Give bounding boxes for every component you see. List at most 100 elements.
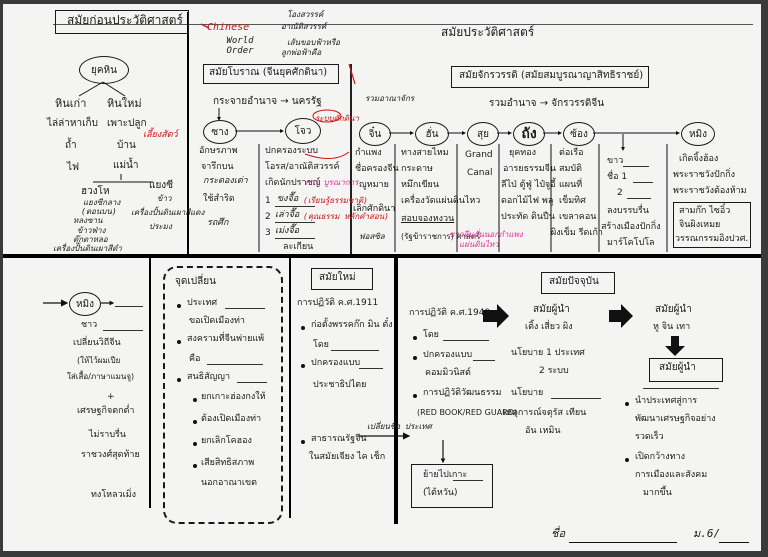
song-item-3: เข็มทิศ: [559, 196, 586, 206]
ancient-note-2: (คุณธรรม หลักคำสอน): [303, 212, 389, 221]
stone-age-label: ยุคหิน: [91, 64, 117, 76]
qin-side-1: ชื่อครองจีน: [355, 164, 399, 174]
new-stone-note: เลี้ยงสัตว์: [143, 130, 178, 140]
divider-present: [394, 258, 398, 524]
imperial-power: รวมอำนาจ → จักรวรรดิจีน: [489, 98, 605, 109]
qing-item-8: ทงโหลวเมิ่ง: [91, 490, 137, 500]
next-item-0: นำประเทศสู่การ: [635, 396, 698, 406]
diagram-connectors: [43, 23, 685, 464]
zhou-item-2: เกิดนักปราชญ์: [265, 178, 321, 188]
modern-item-3: ประชาธิปไตย: [313, 380, 367, 390]
deng-item-2: นโยบาย: [511, 388, 544, 398]
hw-left-5: เครื่องปั้นดินเผาสีดำ: [53, 244, 122, 253]
modern-title-box: [311, 268, 373, 290]
han-note-2: แผ่นดินไหว: [459, 240, 499, 249]
hu-title: สมัยผู้นำ: [655, 304, 692, 315]
modern-item-2: ปกครองแบบ: [311, 358, 361, 368]
han-item-0: ทางสายไหม: [401, 148, 449, 158]
modern-title: สมัยใหม่: [319, 272, 356, 283]
class-label: ม.6/: [693, 527, 721, 540]
qing-item-0: ชาว: [81, 320, 98, 330]
hw-right-2: ประมง: [149, 222, 172, 231]
turning-b3-3: เสียสิทธิสภาพ: [201, 458, 255, 468]
present-red-book: (RED BOOK/RED GUARD): [417, 408, 518, 417]
next-title: สมัยผู้นำ: [659, 362, 696, 373]
world-order-note: World Order: [226, 36, 254, 57]
present-item-3: การปฏิวัติวัฒนธรรม: [423, 388, 502, 398]
hw-left-3: ข้าวฟ่าง: [77, 226, 106, 235]
imperial-pre-note: รวมอาณาจักร: [365, 94, 415, 103]
sage-end: ละเกียน: [283, 242, 314, 252]
next-leader-box: [649, 358, 723, 382]
hu-name: หู จิน เทา: [653, 322, 691, 332]
old-item-2: ไฟ: [67, 162, 80, 173]
deng-name: เติ้ง เสี่ยว ผิง: [525, 322, 573, 332]
sui-label: สุย: [477, 128, 489, 140]
present-title: สมัยปัจจุบัน: [549, 276, 599, 287]
ancient-title: สมัยโบราณ (จีนยุคศักดินา): [209, 67, 328, 78]
modern-roc2: ในสมัยเจียง ไค เช็ก: [309, 452, 386, 462]
worksheet: สมัยก่อนประวัติศาสตร์ Chinese World Orde…: [3, 4, 761, 551]
new-item-1: บ้าน: [117, 140, 136, 151]
qing-item-2: (ให้ไว้ผมเปีย: [77, 356, 121, 365]
turning-b3-0: ยกเกาะฮ่องกงให้: [201, 392, 266, 402]
hw-left-4: ตุ๊กตาหลอ: [73, 235, 108, 244]
song-item-0: ต่อเรือ: [559, 148, 584, 158]
tang-item-1: อารยธรรมจีน: [503, 164, 557, 174]
hw-right-0: ข้าว: [157, 194, 172, 203]
deng-item-1: 2 ระบบ: [539, 366, 569, 376]
shang-item-1: จารึกบน: [201, 162, 234, 172]
divider-prehistoric: [187, 12, 189, 257]
huangho-label: ฮวงโห: [81, 186, 110, 197]
turning-point-box: [163, 266, 283, 524]
modern-item-0: ก่อตั้งพรรคก๊ก มิน ตั๋ง: [311, 320, 393, 330]
ancient-title-box: [203, 64, 339, 84]
qin-side-2: ญูหมาย: [359, 180, 389, 190]
han-item-4: สอบจองหงวน: [401, 214, 455, 224]
turning-b1b: ขอเปิดเมืองท่า: [189, 316, 245, 326]
modern-roc: สาธารณรัฐจีน: [311, 434, 367, 444]
prehistoric-header: สมัยก่อนประวัติศาสตร์: [67, 13, 183, 27]
sage-num-0: 1: [265, 196, 271, 206]
imperial-title-box: [451, 66, 649, 88]
zhou-label: โจว: [294, 125, 312, 137]
shang-item-2: กระดองเต่า: [203, 176, 248, 186]
stone-age-oval: ยุคหิน: [79, 56, 129, 84]
tang-item-3: ดอกไม้ไฟ พลู: [501, 196, 554, 206]
old-item-1: ถ้ำ: [65, 140, 77, 151]
song-item-4: เขลาคอน: [559, 212, 597, 222]
turning-b1: ประเทศ: [187, 298, 218, 308]
sui-item-0: Grand: [465, 150, 493, 160]
dynasty-sui: สุย: [467, 122, 499, 146]
song-item-1: สมบัติ: [559, 164, 582, 174]
tang-item-2: ลีไป่ ตู้ฟู่ ไป๋จูอี้: [501, 180, 556, 190]
turning-b3-2: ยกเลิกโคฮอง: [201, 436, 252, 446]
deng-item-4: อัน เหมิน: [525, 426, 561, 436]
dynasty-han: ฮั่น: [415, 122, 449, 146]
next-item-4: การเมืองและสังคม: [635, 470, 708, 480]
turning-b3-4: นอกอาณาเขต: [201, 478, 257, 488]
han-item-2: หมึกเขียน: [401, 180, 439, 190]
qing-item-6: ไม่ราบรื่น: [89, 430, 127, 440]
qing-label: หมิง: [75, 298, 95, 310]
next-item-3: เปิดกว้างทาง: [635, 452, 685, 462]
taiwan-label: ย้ายไปเกาะ: [423, 470, 468, 480]
ming-box-2: วรรณกรรมอิงปวศ.: [675, 234, 749, 244]
ming-label: หมิง: [688, 128, 708, 140]
tang-item-4: ประทัด ดินปืน: [501, 212, 555, 222]
hw-left-1: (ตอนบน): [81, 207, 117, 216]
script-note-2: อาณัติสวรรค์: [281, 22, 327, 31]
modern-item-1: โดย: [313, 340, 329, 350]
yangtze-label: แยงซี: [149, 180, 173, 191]
yuan-item-4: สร้างเมืองปักกิ่ง: [601, 222, 661, 232]
ming-item-1: พระราชวังปักกิ่ง: [673, 170, 736, 180]
present-title-box: [541, 272, 615, 294]
sui-item-1: Canal: [467, 168, 493, 178]
han-item-3: เครื่องวัดแผ่นดินไหว: [401, 196, 481, 206]
ancient-note-3: การ บูรณาการ: [305, 178, 359, 187]
dynasty-ming: หมิง: [681, 122, 715, 146]
ming-item-0: เกิดจิ้งฮ้อง: [679, 154, 719, 164]
taiwan-box: [411, 464, 493, 508]
yuan-item-1: ชื่อ 1: [607, 172, 628, 182]
hw-right-1: เครื่องปั้นดินเผาสีแดง: [131, 208, 205, 217]
